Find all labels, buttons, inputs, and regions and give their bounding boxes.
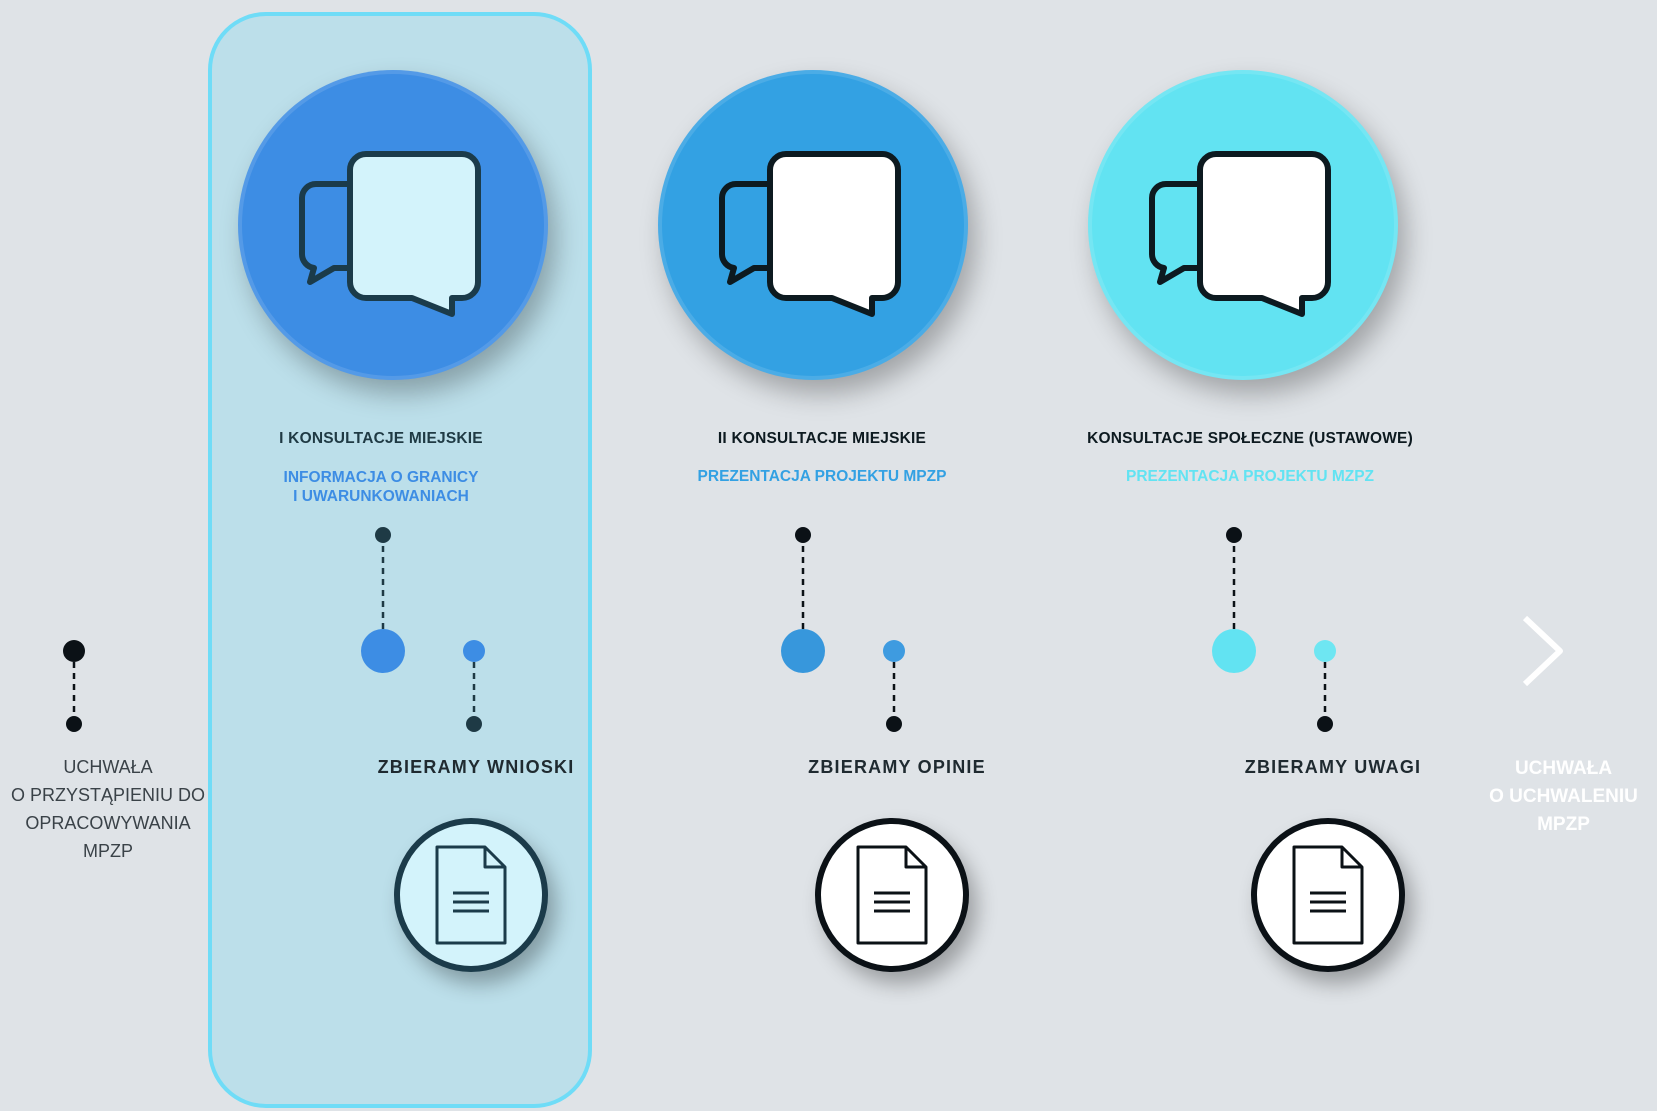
stage3-top-anchor — [1226, 527, 1242, 543]
stage3-title: KONSULTACJE SPOŁECZNE (USTAWOWE) — [1087, 430, 1413, 447]
chat-bubbles-icon — [718, 151, 901, 317]
stage2-title: II KONSULTACJE MIEJSKIE — [717, 430, 927, 447]
stage2-document-circle — [815, 818, 969, 972]
stage1-main-node — [361, 629, 405, 673]
document-icon — [856, 845, 928, 945]
timeline-start-label: UCHWAŁA O PRZYSTĄPIENIU DO OPRACOWYWANIA… — [10, 757, 206, 861]
stage3-main-node — [1212, 629, 1256, 673]
stage3-subtitle: PREZENTACJA PROJEKTU MZPZ — [1125, 468, 1374, 485]
timeline-arrowhead — [1522, 615, 1563, 687]
stage3-collect-node — [1314, 640, 1336, 662]
stage3-collect-label: ZBIERAMY UWAGI — [1244, 757, 1422, 777]
document-icon — [1292, 845, 1364, 945]
document-icon — [435, 845, 507, 945]
stage3-chat-circle — [1088, 70, 1398, 380]
stage2-collect-label: ZBIERAMY OPINIE — [808, 757, 986, 777]
stage1-collect-node — [463, 640, 485, 662]
timeline-end-label: UCHWAŁA O UCHWALENIU MPZP — [1489, 758, 1638, 835]
chat-bubbles-icon — [298, 151, 481, 317]
stage1-document-circle — [394, 818, 548, 972]
stage1-top-anchor — [375, 527, 391, 543]
stage2-bottom-anchor — [886, 716, 902, 732]
stage3-bottom-anchor — [1317, 716, 1333, 732]
stage2-chat-circle — [658, 70, 968, 380]
stage1-subtitle: INFORMACJA O GRANICY I UWARUNKOWANIACH — [283, 469, 479, 505]
stage1-title: I KONSULTACJE MIEJSKIE — [279, 430, 483, 447]
stage2-main-node — [781, 629, 825, 673]
stage1-chat-circle — [238, 70, 548, 380]
stage2-top-anchor — [795, 527, 811, 543]
stage2-subtitle: PREZENTACJA PROJEKTU MPZP — [697, 468, 947, 485]
stage1-bottom-anchor — [466, 716, 482, 732]
stage3-document-circle — [1251, 818, 1405, 972]
chat-bubbles-icon — [1148, 151, 1331, 317]
stage2-collect-node — [883, 640, 905, 662]
stage1-collect-label: ZBIERAMY WNIOSKI — [377, 757, 575, 777]
timeline-start-anchor — [66, 716, 82, 732]
timeline-start-dot — [63, 640, 85, 662]
